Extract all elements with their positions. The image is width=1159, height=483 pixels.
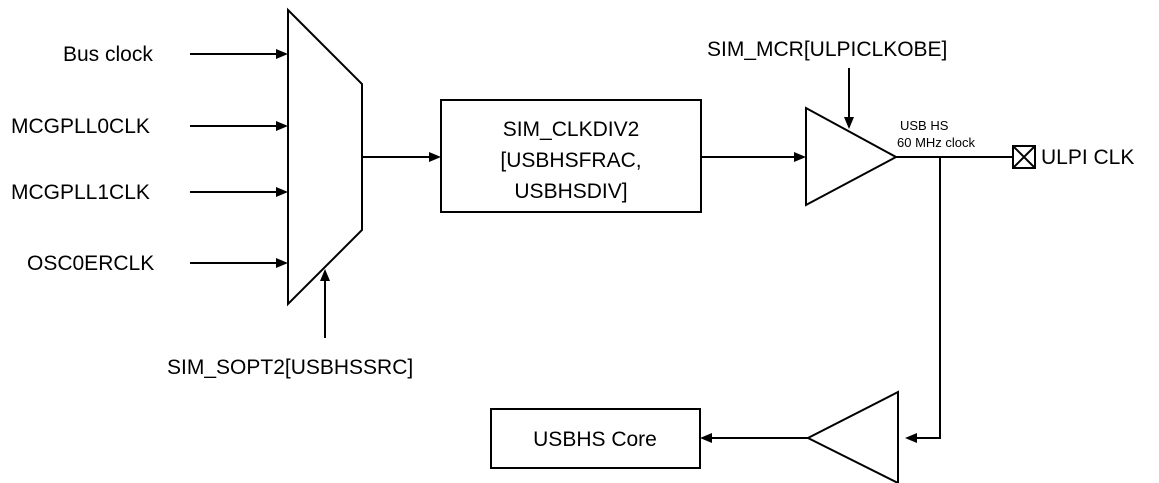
input-label-mcgpll1clk: MCGPLL1CLK xyxy=(11,181,150,204)
feedback-path xyxy=(915,157,941,439)
divider-label-line3: USBHSDIV] xyxy=(514,180,627,203)
core-label: USBHS Core xyxy=(533,428,657,451)
input-label-osc0erclk: OSC0ERCLK xyxy=(27,252,154,275)
input-buffer xyxy=(805,390,899,483)
mux-select-label: SIM_SOPT2[USBHSSRC] xyxy=(167,356,413,379)
divider-label-line2: [USBHSFRAC, xyxy=(500,149,641,172)
ulpi-clk-pin-icon xyxy=(1012,145,1036,169)
clock-label-line2: 60 MHz clock xyxy=(897,135,976,150)
clock-divider-box xyxy=(440,99,702,213)
clock-label-line1: USB HS xyxy=(900,118,949,133)
mux-select-arrow xyxy=(320,269,330,338)
clock-mux xyxy=(287,7,363,307)
input-arrow-osc0erclk xyxy=(190,258,288,268)
feedback-arrowhead xyxy=(905,433,917,443)
divider-output-arrow xyxy=(701,152,806,162)
buffer-enable-label: SIM_MCR[ULPICLKOBE] xyxy=(707,38,947,61)
divider-label-line1: SIM_CLKDIV2 xyxy=(503,118,640,141)
input-arrow-mcgpll0clk xyxy=(190,121,288,131)
input-arrow-bus-clock xyxy=(190,49,288,59)
buffer-enable-arrow xyxy=(844,68,854,129)
core-input-arrow xyxy=(700,433,808,443)
mux-output-arrow xyxy=(362,152,441,162)
input-label-mcgpll0clk: MCGPLL0CLK xyxy=(11,115,150,138)
usbhs-core-box xyxy=(490,408,701,469)
pin-label: ULPI CLK xyxy=(1041,146,1134,169)
input-arrow-mcgpll1clk xyxy=(190,187,288,197)
input-label-bus-clock: Bus clock xyxy=(63,43,153,66)
output-buffer xyxy=(805,106,899,207)
